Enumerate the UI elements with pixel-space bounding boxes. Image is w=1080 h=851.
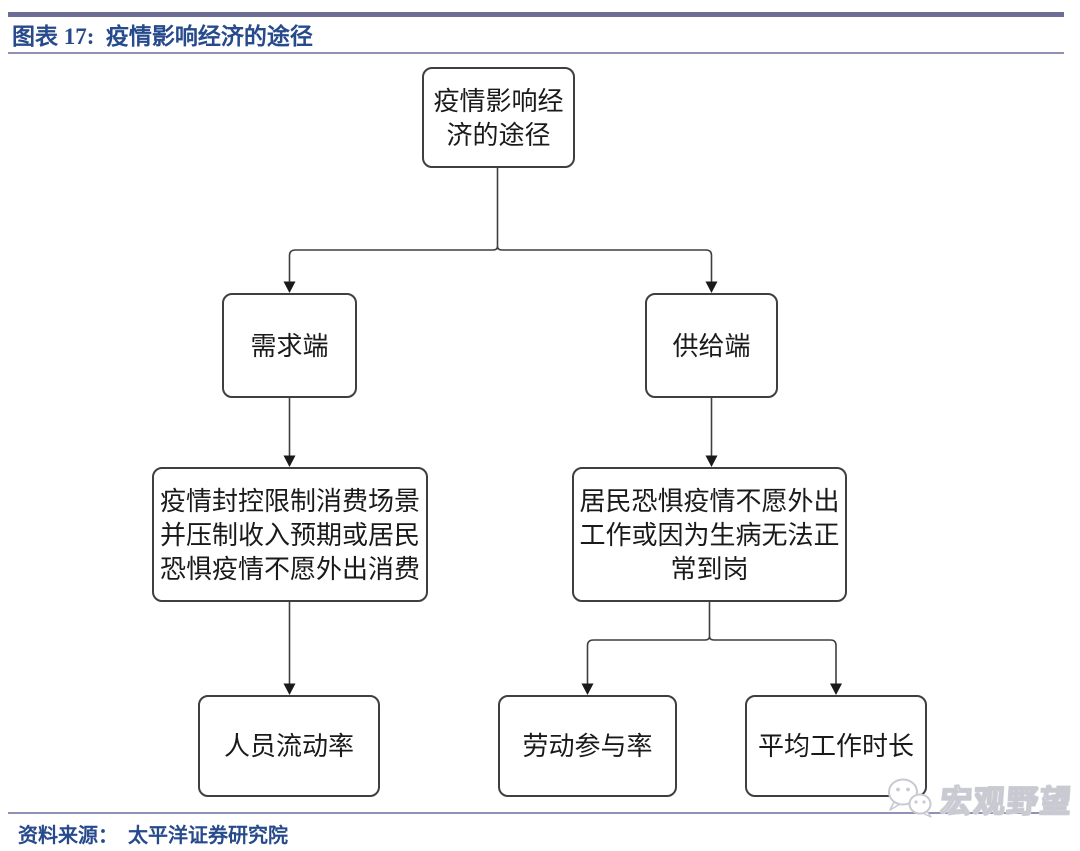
node-supply-detail-line2: 工作或因为生病无法正 xyxy=(579,519,840,550)
arrowhead-supply-detail xyxy=(705,455,718,467)
node-demand-detail-line2: 并压制收入预期或居民 xyxy=(159,519,420,550)
arrowhead-participation xyxy=(581,683,594,695)
wechat-icon xyxy=(888,778,932,818)
connector-detail-to-hours xyxy=(708,636,837,684)
node-personnel-mobility: 人员流动率 xyxy=(198,695,380,797)
node-root: 疫情影响经 济的途径 xyxy=(422,67,575,168)
node-supply-detail-line1: 居民恐惧疫情不愿外出 xyxy=(579,485,840,516)
node-demand-side: 需求端 xyxy=(222,293,357,398)
node-supply-detail: 居民恐惧疫情不愿外出 工作或因为生病无法正 常到岗 xyxy=(572,467,847,602)
arrowhead-demand-detail xyxy=(283,455,296,467)
node-demand-detail-line3: 恐惧疫情不愿外出消费 xyxy=(159,553,420,584)
watermark: 宏观野望 xyxy=(886,776,1075,821)
connector-detail-to-participation xyxy=(586,602,711,684)
node-labor-participation-label: 劳动参与率 xyxy=(522,731,653,761)
figure-title: 图表 17: 疫情影响经济的途径 xyxy=(12,24,313,49)
footer-rule xyxy=(8,812,1067,814)
node-labor-participation: 劳动参与率 xyxy=(498,695,677,797)
node-average-working-hours-label: 平均工作时长 xyxy=(757,731,914,761)
node-root-line2: 济的途径 xyxy=(446,119,551,150)
node-demand-label: 需求端 xyxy=(250,330,329,361)
arrowhead-mobility xyxy=(283,683,296,695)
node-supply-side: 供给端 xyxy=(645,293,778,398)
title-underline-rule xyxy=(8,52,1064,54)
node-supply-label: 供给端 xyxy=(672,330,751,361)
connector-root-to-demand xyxy=(288,246,499,282)
node-supply-detail-line3: 常到岗 xyxy=(670,553,749,584)
source-line: 资料来源： 太平洋证券研究院 xyxy=(18,825,288,847)
arrowhead-hours xyxy=(830,683,842,695)
watermark-text: 宏观野望 xyxy=(939,783,1075,819)
node-personnel-mobility-label: 人员流动率 xyxy=(223,731,354,761)
arrowhead-supply xyxy=(705,281,718,293)
node-demand-detail: 疫情封控限制消费场景 并压制收入预期或居民 恐惧疫情不愿外出消费 xyxy=(152,467,428,602)
node-demand-detail-line1: 疫情封控限制消费场景 xyxy=(159,485,420,516)
node-root-line1: 疫情影响经 xyxy=(433,85,564,116)
arrowhead-demand xyxy=(283,281,296,293)
header-accent-rule xyxy=(8,12,1064,17)
connector-root-to-supply xyxy=(496,246,713,282)
